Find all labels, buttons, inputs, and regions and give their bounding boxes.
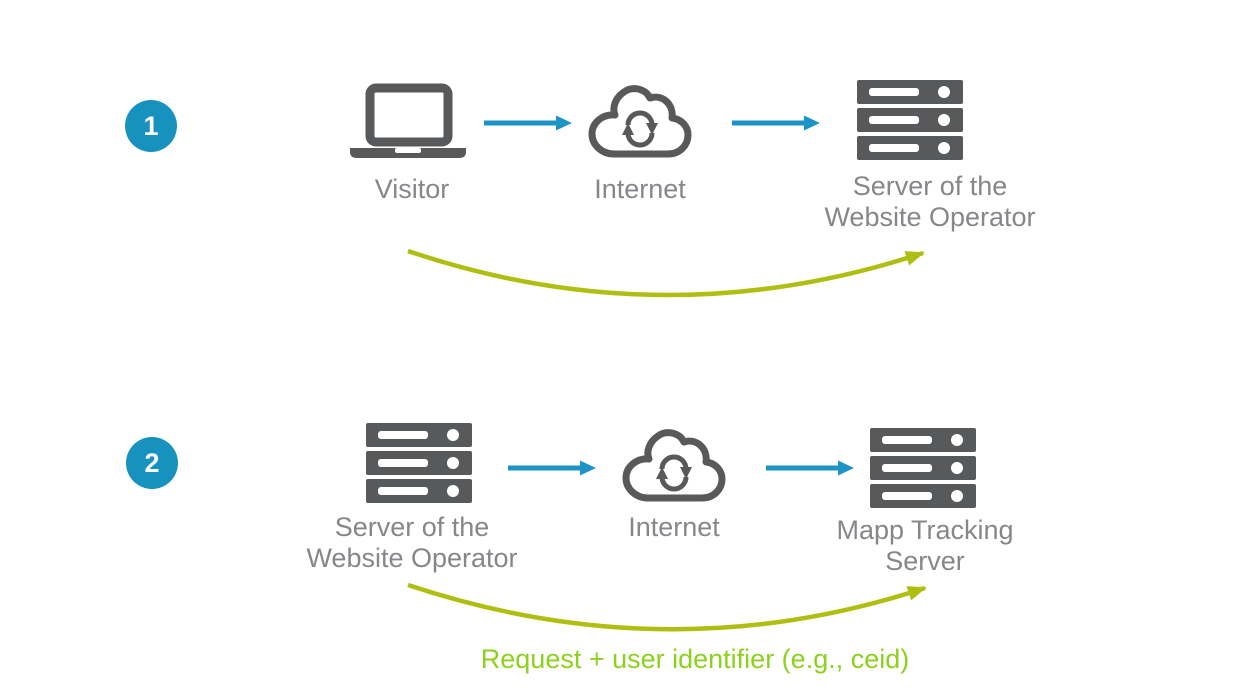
node-label-line: Server of the — [334, 512, 490, 542]
curved-flow-arrow — [407, 582, 927, 632]
server-icon — [366, 423, 472, 503]
node-label-mapp-tracking-server: Mapp Tracking Server — [785, 515, 1065, 577]
node-label-visitor: Visitor — [312, 174, 512, 205]
step-2-badge: 2 — [126, 437, 178, 489]
laptop-icon — [350, 83, 466, 158]
right-arrow-icon — [766, 460, 854, 476]
node-label-website-operator-server: Server of the Website Operator — [790, 171, 1070, 233]
node-label-website-operator-server: Server of the Website Operator — [272, 512, 552, 574]
server-icon — [870, 428, 976, 508]
node-label-line: Internet — [628, 512, 720, 542]
cloud-sync-icon — [622, 429, 726, 502]
right-arrow-icon — [508, 460, 596, 476]
node-label-line: Visitor — [374, 174, 450, 204]
node-label-line: Website Operator — [824, 202, 1036, 232]
flow-label-request-identifier: Request + user identifier (e.g., ceid) — [480, 644, 910, 674]
node-label-internet: Internet — [574, 512, 774, 543]
step-1-badge: 1 — [125, 100, 177, 152]
node-label-line: Server — [885, 546, 965, 576]
right-arrow-icon — [732, 115, 820, 131]
cloud-sync-icon — [588, 85, 692, 158]
server-icon — [857, 80, 963, 160]
node-label-line: Website Operator — [306, 543, 518, 573]
curved-flow-arrow — [407, 248, 925, 298]
node-label-internet: Internet — [540, 174, 740, 205]
node-label-line: Server of the — [852, 171, 1008, 201]
node-label-line: Internet — [594, 174, 686, 204]
node-label-line: Mapp Tracking — [836, 515, 1014, 545]
right-arrow-icon — [484, 115, 572, 131]
